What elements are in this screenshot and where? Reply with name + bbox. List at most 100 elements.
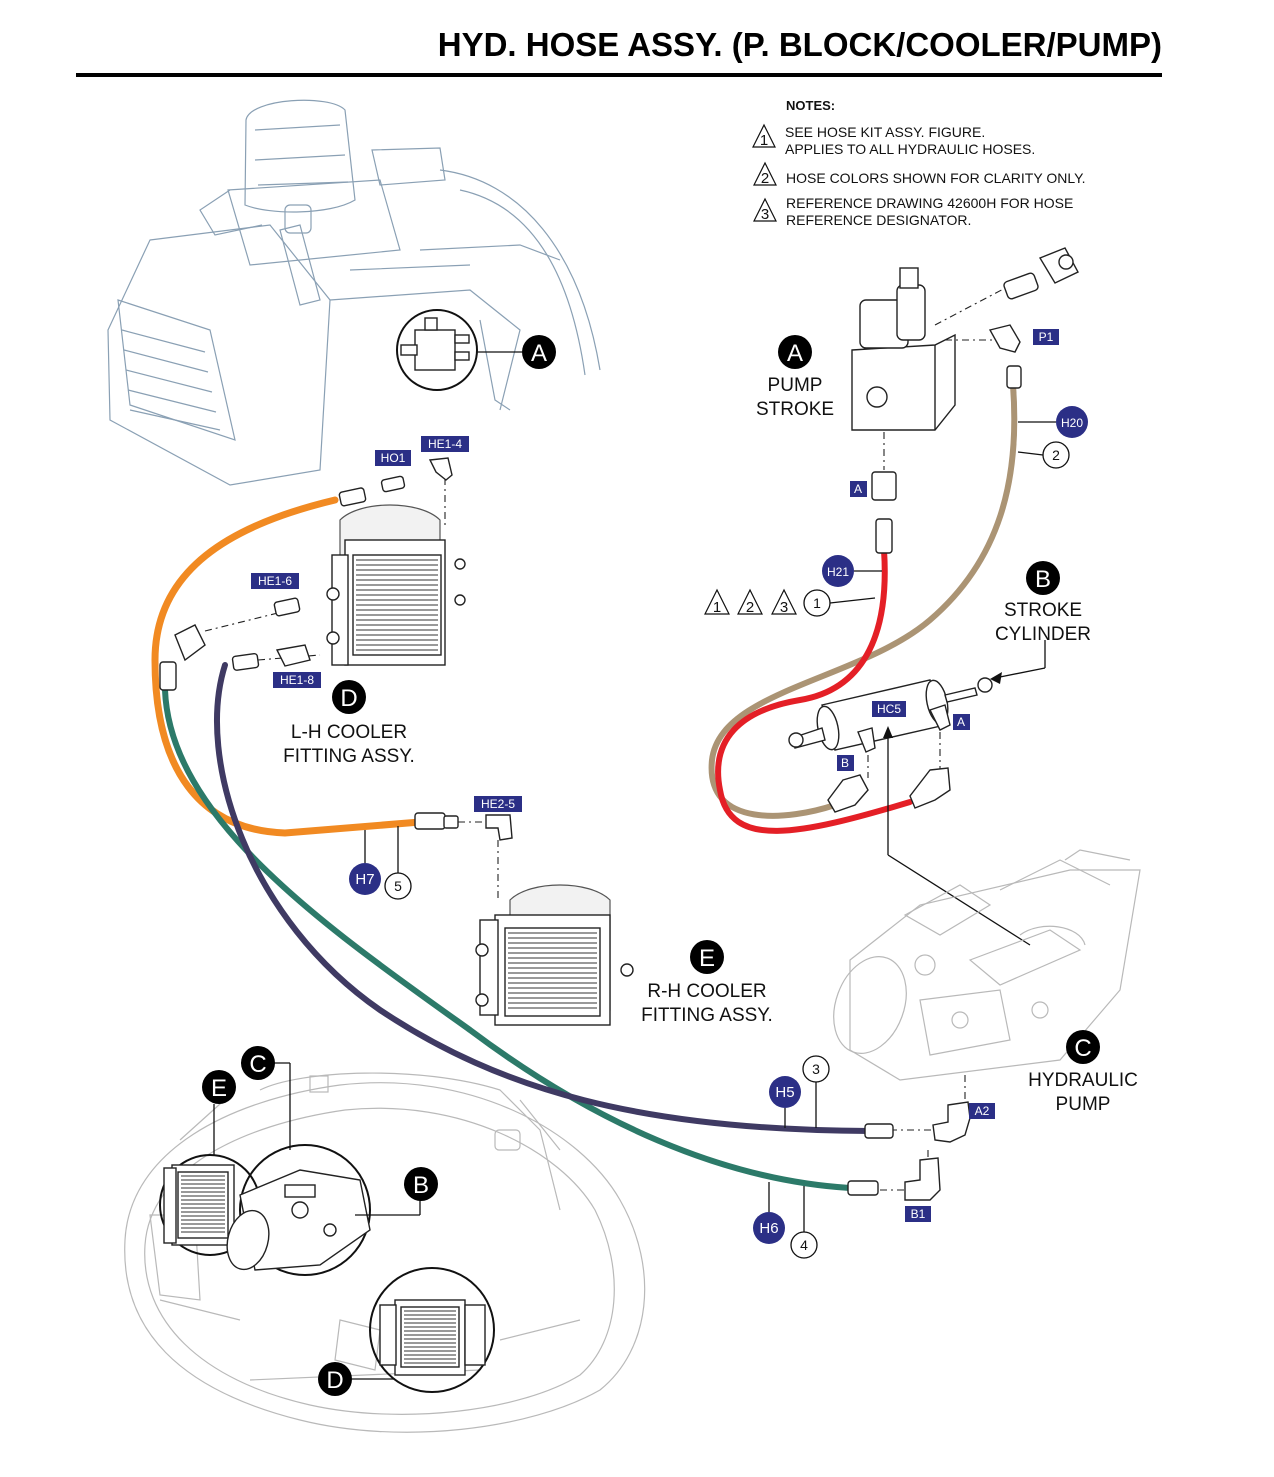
note-marker-triangle [753, 161, 777, 186]
hose-item-1: 1 [803, 589, 876, 617]
svg-text:R-H COOLER: R-H COOLER [647, 981, 766, 1002]
svg-text:H7: H7 [355, 871, 374, 888]
svg-text:B1: B1 [911, 1207, 926, 1221]
svg-text:L-H COOLER: L-H COOLER [291, 722, 407, 743]
note-marker-triangle [753, 197, 777, 222]
hose-h7-orange [151, 496, 424, 837]
svg-text:3: 3 [780, 599, 788, 616]
fitting-tag-p1: P1 [1033, 329, 1059, 345]
svg-text:HO1: HO1 [381, 451, 406, 465]
notes-heading: NOTES: [786, 98, 835, 113]
hose-h20-tan [708, 382, 1018, 819]
svg-text:FITTING ASSY.: FITTING ASSY. [283, 746, 415, 767]
svg-text:HE1-6: HE1-6 [258, 574, 292, 588]
note-1: 1 SEE HOSE KIT ASSY. FIGURE. APPLIES TO … [752, 123, 1035, 157]
svg-text:HE1-8: HE1-8 [280, 673, 314, 687]
svg-text:E: E [699, 945, 715, 972]
svg-text:A2: A2 [975, 1104, 990, 1118]
assembly-c-label: C HYDRAULIC PUMP [1028, 1030, 1138, 1115]
fitting-tag-he1-8: HE1-8 [273, 672, 321, 688]
callout-b-bottom: B [404, 1167, 438, 1201]
svg-text:H20: H20 [1061, 416, 1083, 430]
svg-text:A: A [531, 340, 547, 367]
lh-cooler-fittings [159, 457, 453, 691]
svg-text:2: 2 [1052, 447, 1060, 463]
assembly-b-label: B STROKE CYLINDER [995, 561, 1091, 645]
note-3: 3 REFERENCE DRAWING 42600H FOR HOSE REFE… [753, 195, 1073, 228]
fitting-tag-cyl-a: A [953, 714, 970, 730]
svg-text:HE2-5: HE2-5 [481, 797, 515, 811]
callout-e-bottom: E [202, 1070, 236, 1104]
svg-text:H5: H5 [775, 1084, 794, 1101]
hose-badge-h5: H5 [769, 1076, 801, 1128]
note-marker-number: 1 [760, 132, 768, 149]
note-refs: 1 2 3 [704, 588, 797, 616]
hose-badge-h6: H6 [753, 1182, 785, 1244]
fitting-tag-a2: A2 [969, 1103, 995, 1119]
hose-badge-h20: H20 [1018, 406, 1088, 438]
detail-circle-c [239, 1144, 371, 1276]
svg-text:CYLINDER: CYLINDER [995, 624, 1091, 645]
fitting-tag-he1-6: HE1-6 [251, 573, 299, 589]
svg-text:B: B [1035, 566, 1051, 593]
svg-text:1: 1 [713, 599, 721, 616]
svg-text:STROKE: STROKE [1004, 600, 1082, 621]
trowel-machine-illustration [124, 1062, 646, 1433]
svg-text:D: D [326, 1367, 343, 1394]
note-text: SEE HOSE KIT ASSY. FIGURE. [785, 124, 985, 140]
svg-text:A: A [787, 340, 803, 367]
hydraulic-pump-illustration [833, 849, 1141, 1201]
svg-text:3: 3 [812, 1061, 820, 1077]
assembly-d-label: D L-H COOLER FITTING ASSY. [283, 680, 415, 767]
note-text: REFERENCE DESIGNATOR. [786, 212, 971, 228]
svg-text:H6: H6 [759, 1220, 778, 1237]
callout-c-bottom: C [241, 1046, 275, 1080]
svg-text:P1: P1 [1039, 330, 1054, 344]
detail-circle-d [369, 1267, 495, 1393]
callout-a-top: A [522, 335, 556, 369]
svg-text:4: 4 [800, 1237, 808, 1253]
svg-text:2: 2 [746, 599, 754, 616]
svg-text:HE1-4: HE1-4 [428, 437, 462, 451]
note-marker-number: 2 [761, 170, 769, 187]
hose-h21-red [715, 547, 913, 834]
hose-item-4: 4 [790, 1186, 818, 1259]
fitting-tag-he1-4: HE1-4 [421, 436, 469, 452]
svg-text:B: B [841, 756, 849, 770]
fitting-tag-b1: B1 [905, 1206, 931, 1222]
operator-station-illustration [107, 99, 601, 486]
note-marker-number: 3 [761, 206, 769, 223]
stroke-cylinder-illustration [788, 640, 1046, 946]
hose-badge-h21: H21 [822, 555, 882, 587]
fitting-tag-he2-5: HE2-5 [474, 796, 522, 812]
svg-text:STROKE: STROKE [756, 399, 834, 420]
note-2: 2 HOSE COLORS SHOWN FOR CLARITY ONLY. [753, 161, 1086, 187]
fitting-tag-a-port: A [850, 481, 867, 497]
assembly-e-label: E R-H COOLER FITTING ASSY. [641, 940, 773, 1026]
svg-text:FITTING ASSY.: FITTING ASSY. [641, 1005, 773, 1026]
fitting-tag-ho1: HO1 [375, 450, 411, 466]
svg-text:D: D [340, 685, 357, 712]
pump-stroke-block-illustration [851, 247, 1079, 554]
note-text: REFERENCE DRAWING 42600H FOR HOSE [786, 195, 1073, 211]
svg-text:HYDRAULIC: HYDRAULIC [1028, 1070, 1138, 1091]
hose-item-2: 2 [1017, 441, 1070, 469]
lh-cooler-illustration [204, 478, 466, 666]
svg-text:A: A [957, 715, 965, 729]
note-marker-triangle [752, 123, 776, 148]
svg-text:PUMP: PUMP [768, 375, 823, 396]
page-title: HYD. HOSE ASSY. (P. BLOCK/COOLER/PUMP) [438, 26, 1162, 63]
svg-text:A: A [854, 482, 862, 496]
hose-h6-green [162, 687, 853, 1191]
svg-text:C: C [1074, 1035, 1091, 1062]
he2-5-fittings [414, 812, 513, 900]
svg-text:HC5: HC5 [877, 702, 901, 716]
svg-text:E: E [211, 1075, 227, 1102]
svg-text:H21: H21 [827, 565, 849, 579]
svg-text:C: C [249, 1051, 266, 1078]
assembly-a-label: A PUMP STROKE [756, 335, 834, 420]
hose-badge-h7: H7 [349, 830, 381, 895]
note-text: HOSE COLORS SHOWN FOR CLARITY ONLY. [786, 170, 1086, 186]
hose-item-3: 3 [802, 1055, 830, 1128]
svg-text:1: 1 [813, 595, 821, 611]
